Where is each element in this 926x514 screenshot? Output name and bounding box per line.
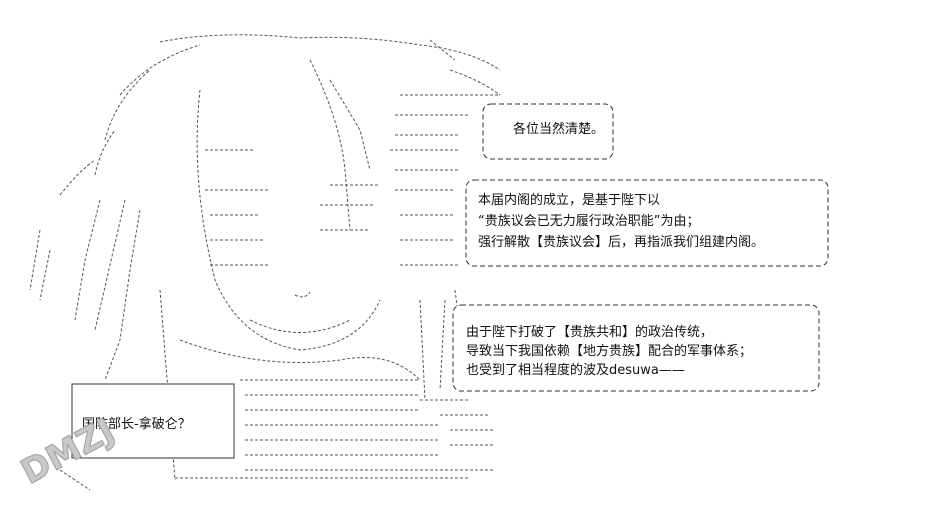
caption-box (71, 383, 235, 459)
speech-bubble-3 (452, 304, 820, 392)
speech-bubble-2-line-3: 强行解散【贵族议会】后，再指派我们组建内阁。 (478, 235, 765, 250)
face-outline (196, 89, 381, 351)
speech-bubble-2-line-2: “贵族议会已无力履行政治职能”为由； (478, 214, 700, 229)
speech-bubble-2 (465, 179, 829, 267)
caption-text: 国防部长-拿破仑？ (82, 417, 191, 432)
speech-bubble-1-text: 各位当然清楚。 (513, 122, 605, 137)
speech-bubble-3-line-1: 由于陛下打破了【贵族共和】的政治传统， (466, 325, 714, 340)
hair-top-line (159, 34, 501, 71)
watermark-logo: DMZJ (14, 410, 120, 493)
speech-bubble-2-line-1: 本届内阁的成立，是基于陛下以 (478, 193, 661, 208)
speech-bubble-1 (482, 103, 614, 160)
watermark-text: DMZJ (15, 411, 120, 493)
speech-bubble-3-line-3: 也受到了相当程度的波及desuwa—— (466, 363, 685, 378)
speech-bubble-3-line-2: 导致当下我国依赖【地方贵族】配合的军事体系； (466, 344, 753, 359)
